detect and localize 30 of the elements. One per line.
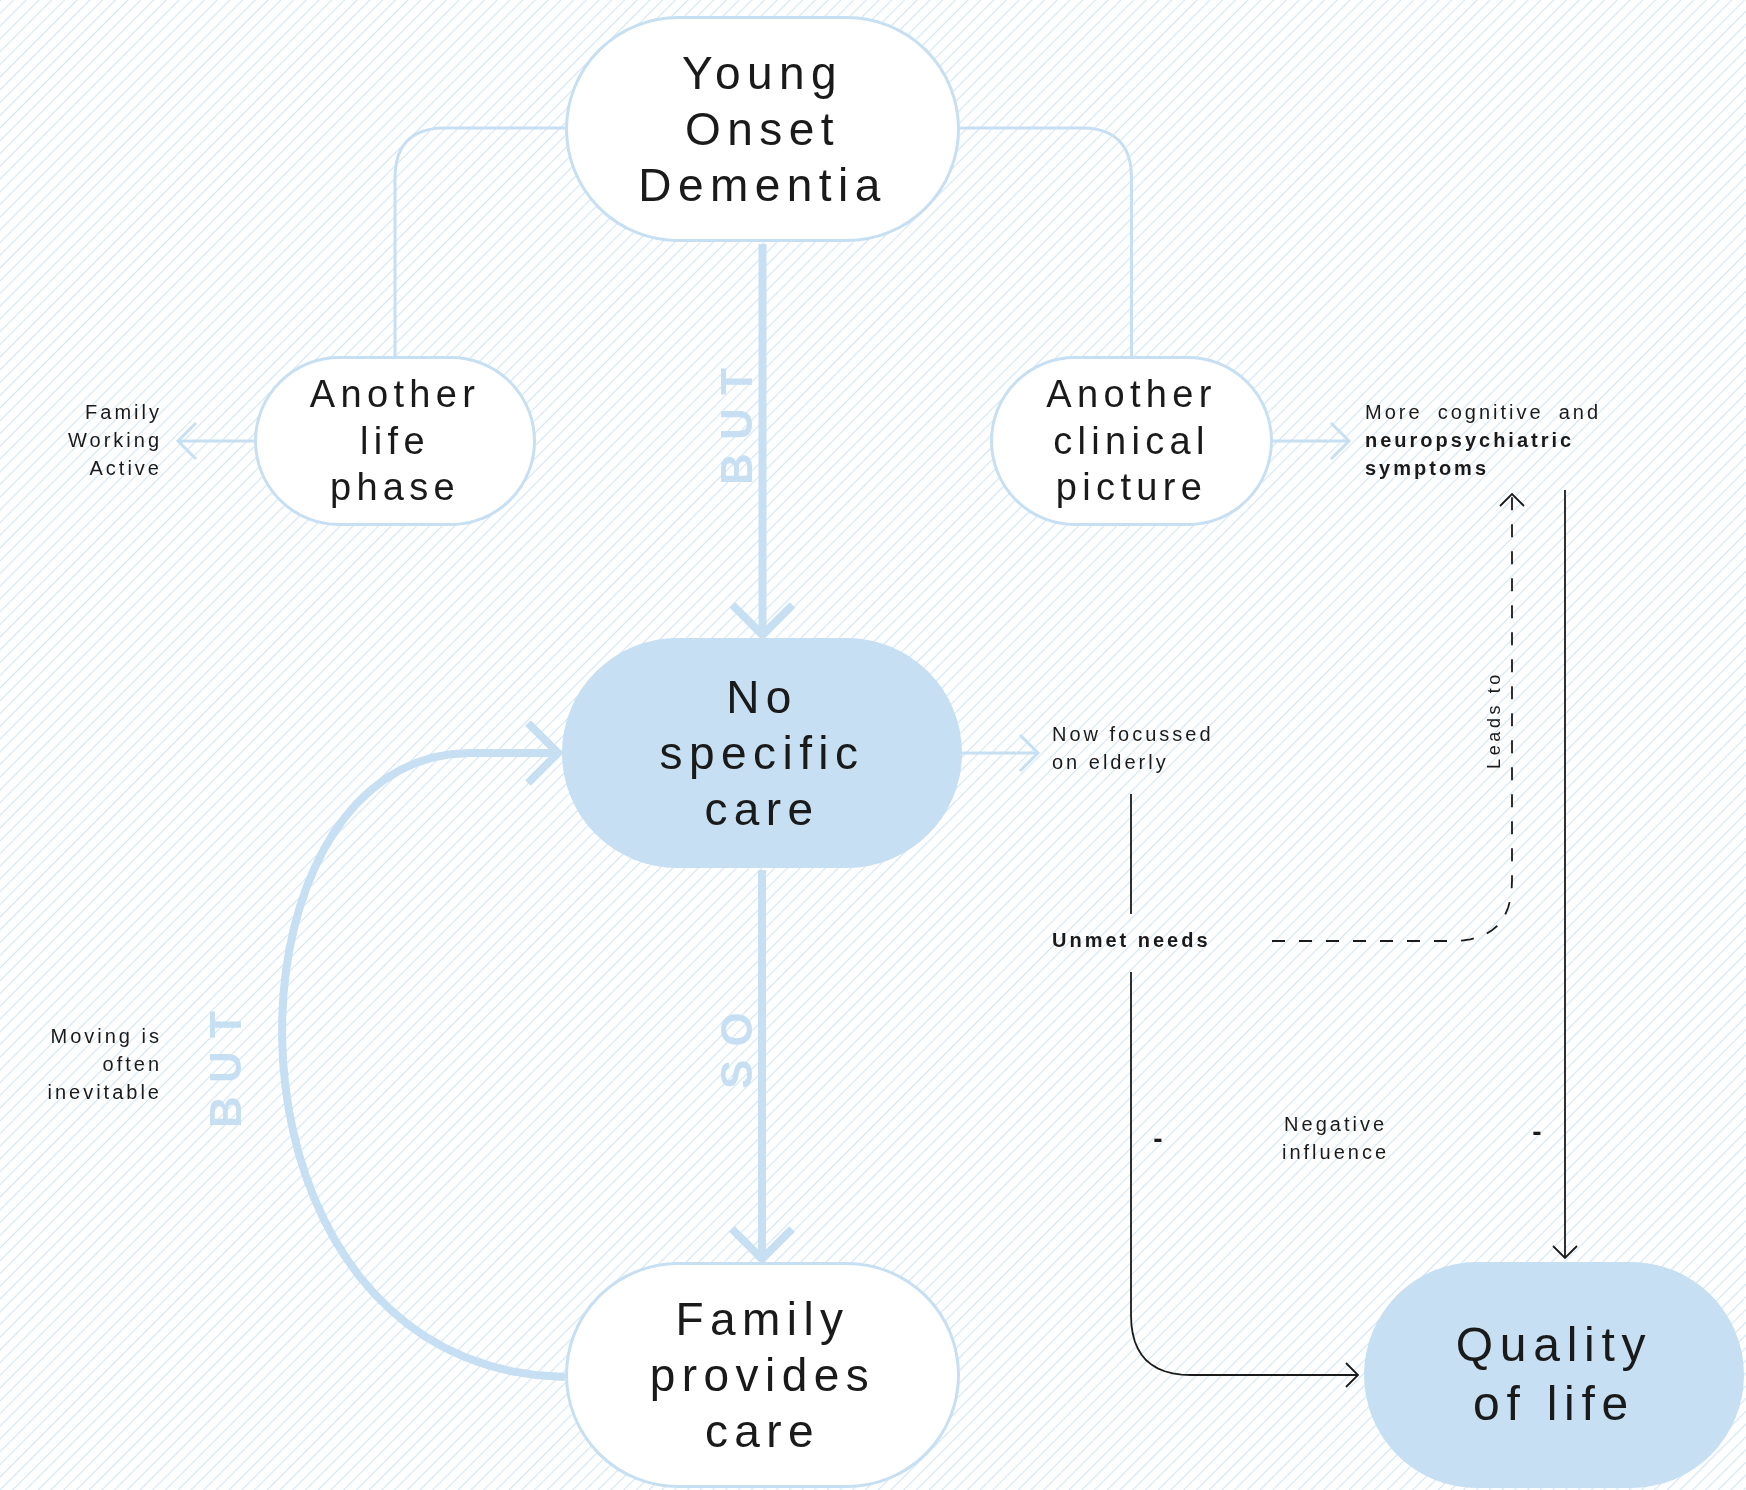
edge-label: BUT: [201, 998, 251, 1128]
edge-label: Leads to: [1483, 671, 1505, 769]
arrow: [962, 733, 1040, 773]
edge-label: BUT: [712, 355, 762, 485]
annotation-text: Unmet needs: [1052, 926, 1211, 954]
connector-line: [1130, 793, 1132, 915]
annotation-text: Now focussed on elderly: [1052, 720, 1234, 776]
arrow: [728, 870, 796, 1263]
annotation-text: Negative influence: [1282, 1112, 1390, 1165]
dashed-arrow: [1271, 493, 1525, 942]
arrow: [1552, 489, 1578, 1259]
arrow: [728, 244, 797, 639]
arrow: [1130, 971, 1359, 1388]
node-text: Young Onset Dementia: [637, 45, 888, 214]
node-text: No specific care: [658, 669, 866, 838]
node-text: Quality of life: [1454, 1317, 1654, 1432]
arrow: [176, 421, 254, 461]
connector-line: [960, 126, 1133, 356]
node-text: Another life phase: [308, 372, 482, 511]
edge-label: -: [1153, 1123, 1163, 1155]
edge-label: -: [1532, 1116, 1542, 1148]
connector-line: [393, 126, 565, 356]
node-text: Another clinical picture: [1045, 372, 1218, 511]
node-text: Family provides care: [648, 1291, 877, 1460]
annotation-text: More cognitive and neuropsychiatric symptoms: [1365, 398, 1601, 482]
arrow: [1273, 421, 1351, 461]
edge-label: SO: [712, 999, 762, 1089]
annotation-text: Family Working Active: [68, 398, 162, 482]
arrow: [278, 719, 566, 1381]
annotation-text: Moving is often inevitable: [46, 1024, 162, 1105]
